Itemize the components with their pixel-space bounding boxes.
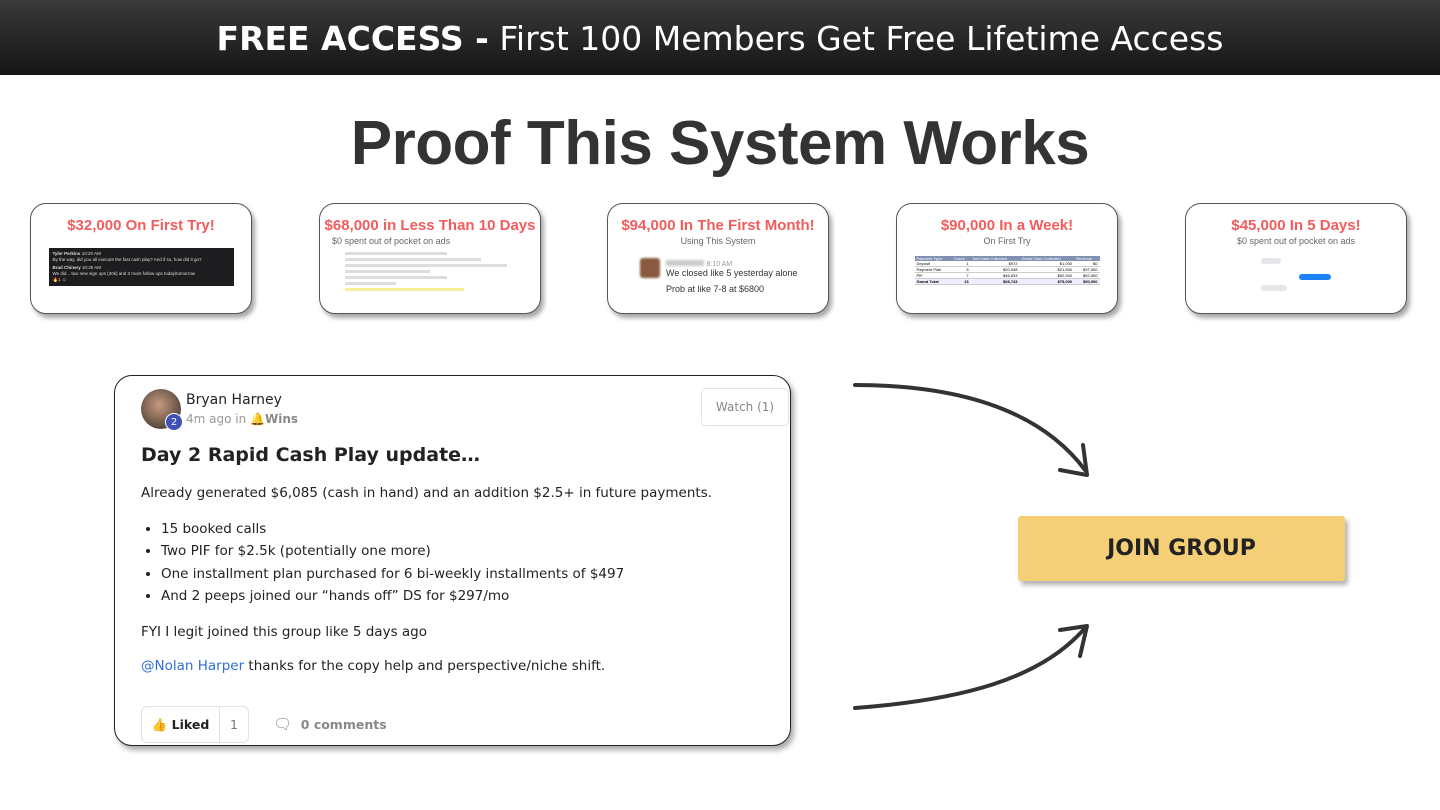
th: Payment Type [914,256,952,261]
proof-card-5: $45,000 In 5 Days! $0 spent out of pocke… [1185,203,1407,314]
comments-label: 0 comments [300,717,387,732]
proof-card-2: $68,000 in Less Than 10 Days $0 spent ou… [319,203,541,314]
proof-card-1: $32,000 On First Try! Tyler Perkins 10:2… [30,203,252,314]
msg-text: We did... two new sign ups (20k) and 3 m… [52,271,195,276]
cell: 7 [951,272,971,279]
cell: $75,000 [1019,278,1075,285]
proof-card-3: $94,000 In The First Month! Using This S… [607,203,829,314]
cell: $68,743 [970,278,1020,285]
post-thanks: thanks for the copy help and perspective… [244,658,606,674]
msg-time: 8:10 AM [706,261,733,268]
bell-icon: 🔔 [250,412,265,426]
page-title: Proof This System Works [350,109,1090,178]
comments-button[interactable]: 🗨 0 comments [273,706,387,743]
cell: $1,000 [1019,261,1075,267]
thumbs-up-icon: 👍 [151,717,168,732]
top-banner: FREE ACCESS - First 100 Members Get Free… [0,0,1440,75]
mention-link[interactable]: @Nolan Harper [141,658,245,674]
card-subtitle: $0 spent out of pocket on ads [1236,236,1356,246]
join-group-button[interactable]: JOIN GROUP [1018,516,1345,581]
post-title: Day 2 Rapid Cash Play update… [141,444,481,466]
msg-text: We closed like 5 yesterday alone [666,268,798,278]
cell: $46,833 [970,272,1020,279]
card-headline: $45,000 In 5 Days! [1231,217,1361,234]
cell: $0 [1074,261,1100,267]
cell: $972 [970,261,1020,267]
cell: 5 [951,266,971,273]
post-category[interactable]: Wins [265,412,299,426]
cell: $52,500 [1019,272,1075,279]
like-label: Liked [171,717,210,732]
cell: $20,938 [970,266,1020,273]
msg-time: 10:20 AM [81,251,101,256]
reaction-icons: 🔥1 ☺ [52,277,67,282]
arrow-down-icon [853,383,1087,472]
msg-time: 10:30 AM [82,265,102,270]
cell: $90,000 [1074,278,1100,285]
post-body: Already generated $6,085 (cash in hand) … [141,482,781,678]
author-name[interactable]: Bryan Harney [186,392,282,408]
list-item: Two PIF for $2.5k (potentially one more) [161,540,781,563]
msg-text: Prob at like 7-8 at $6800 [666,284,765,294]
blurred-avatar [640,258,660,278]
card-headline: $68,000 in Less Than 10 Days [324,217,536,234]
cell: $21,500 [1019,266,1075,273]
post-meta: 4m ago in 🔔Wins [186,412,298,426]
arrow-up-icon [853,626,1087,710]
proof-card-4: $90,000 In a Week! On First Try Payment … [896,203,1118,314]
card-headline: $94,000 In The First Month! [621,217,815,234]
like-button[interactable]: 👍 Liked 1 [141,706,249,743]
msg-author: Tyler Perkins [52,251,81,256]
level-badge: 2 [165,413,183,431]
comment-icon: 🗨 [273,715,293,733]
slack-screenshot: Tyler Perkins 10:20 AM By the way, did y… [48,248,234,286]
imessage-screenshot [1261,252,1331,297]
card-headline: $32,000 On First Try! [67,217,215,234]
arrowhead-up-icon [1058,624,1089,658]
th: Revenue [1074,256,1100,261]
cell: $52,500 [1074,272,1100,279]
th: Count [951,256,971,261]
cell: 13 [951,278,971,285]
cell: Deposit [914,261,952,267]
cell: 1 [951,261,971,267]
msg-author: Brad Chinery [52,265,81,270]
list-item: 15 booked calls [161,518,781,541]
th: Gross Cash Collected [1019,256,1075,261]
cell: Grand Total [914,278,952,285]
bullet-list: 15 booked calls Two PIF for $2.5k (poten… [161,518,781,608]
cell: Payment Plan [914,266,952,273]
msg-text: By the way, did you all execute the fast… [52,257,202,262]
banner-bold: FREE ACCESS - [216,19,489,58]
like-count[interactable]: 1 [230,717,238,732]
card-subtitle: $0 spent out of pocket on ads [332,236,451,246]
arrowhead-down-icon [1058,443,1089,477]
chat-screenshot [345,252,515,291]
watch-button[interactable]: Watch (1) [701,388,789,426]
post-time: 4m ago in [186,412,247,426]
card-subtitle: Using This System [680,236,756,246]
post-fyi: FYI I legit joined this group like 5 day… [141,623,427,640]
list-item: And 2 peeps joined our “hands off” DS fo… [161,585,781,608]
chat-screenshot: 8:10 AM We closed like 5 yesterday alone… [640,258,828,294]
community-post: 2 Bryan Harney 4m ago in 🔔Wins Watch (1)… [114,375,791,746]
cell: PIF [914,272,952,279]
list-item: One installment plan purchased for 6 bi-… [161,563,781,586]
banner-text: First 100 Members Get Free Lifetime Acce… [488,19,1224,58]
cell: $37,500 [1074,266,1100,273]
card-subtitle: On First Try [983,236,1031,246]
th: Net Cash Collected [970,256,1020,261]
post-intro: Already generated $6,085 (cash in hand) … [141,485,713,501]
card-headline: $90,000 In a Week! [940,217,1074,234]
